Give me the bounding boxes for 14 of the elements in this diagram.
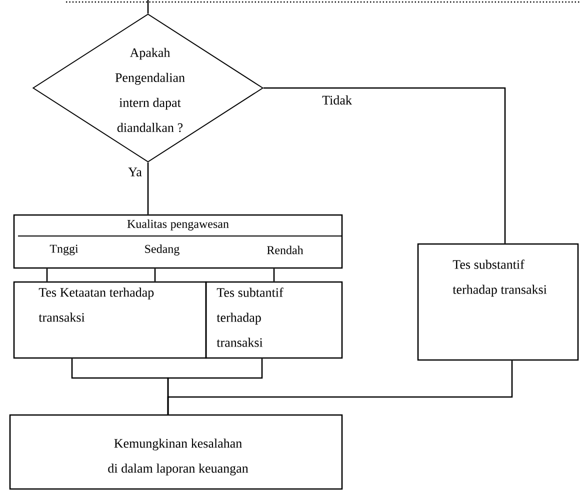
process-box: Tes subtantif terhadap transaksi bbox=[205, 281, 343, 359]
edge-label: Tidak bbox=[321, 94, 353, 106]
connector-line bbox=[46, 268, 48, 282]
connector-line bbox=[264, 87, 506, 244]
process-box: Kemungkinan kesalahan di dalam laporan keuangan bbox=[9, 414, 343, 490]
connector-line bbox=[273, 268, 275, 282]
process-box: Tes Ketaatan terhadap transaksi bbox=[13, 281, 207, 359]
connector-line bbox=[147, 0, 149, 14]
table-box: Kualitas pengawesan Tnggi Sedang Rendah bbox=[13, 214, 343, 269]
connector-line bbox=[147, 162, 149, 214]
edge-label: Ya bbox=[127, 166, 143, 178]
process-box: Tes substantif terhadap transaksi bbox=[417, 243, 579, 361]
connector-line bbox=[167, 360, 513, 414]
connector-line bbox=[154, 268, 156, 282]
